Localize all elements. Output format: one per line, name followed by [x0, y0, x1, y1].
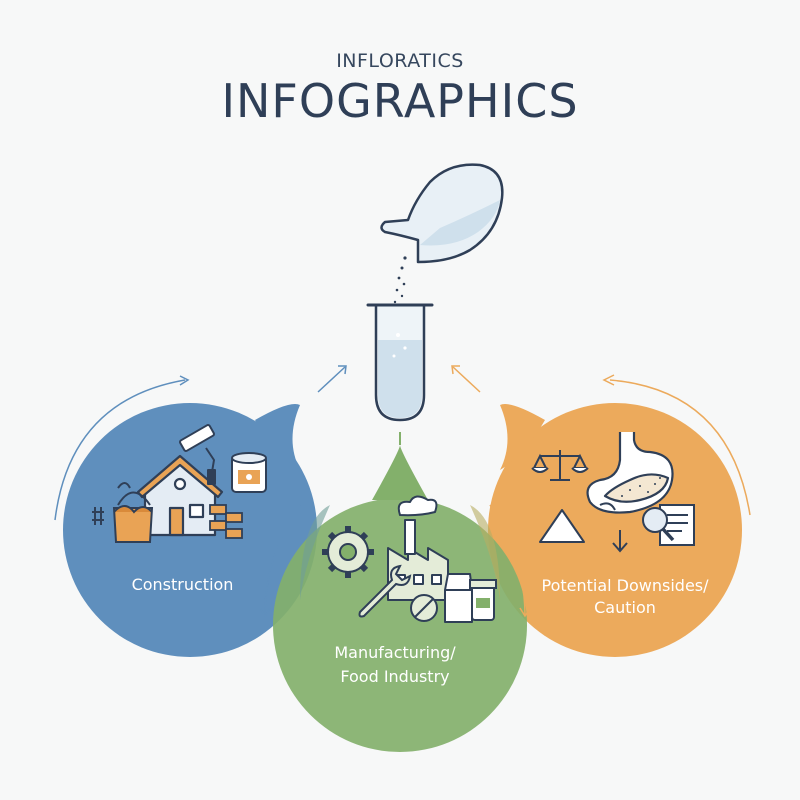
magnifier-document-icon: [599, 502, 695, 546]
paint-can-icon: [231, 452, 267, 493]
medicine-bottle-icon: [469, 579, 497, 621]
arrow-construction-top: [54, 375, 190, 521]
stomach-icon: [586, 432, 674, 514]
manufacturing-notch: [372, 445, 428, 500]
gear-icon: [322, 526, 374, 578]
downsides-circle: [488, 403, 742, 657]
wrench-icon: [358, 564, 412, 618]
page-title: INFOGRAPHICS: [221, 74, 579, 128]
bricks-icon: [209, 504, 243, 539]
construction-label: Construction: [131, 575, 234, 594]
pouring-flask-icon: [380, 163, 504, 264]
overlap-right: [470, 505, 500, 600]
paint-roller-icon: [179, 424, 216, 485]
arrow-downsides-top: [602, 374, 751, 516]
down-arrow-icon: [612, 530, 628, 553]
powder-pile-icon: [539, 509, 585, 543]
arrow-downsides-down: [489, 504, 531, 618]
milk-carton-icon: [444, 573, 473, 623]
tools-hash-icon: [92, 507, 104, 525]
factory-icon: [387, 495, 449, 601]
pill-icon: [410, 594, 438, 622]
arrow-to-tube-left: [317, 365, 347, 393]
subtitle: INFLORATICS: [336, 50, 464, 72]
manufacturing-label: Manufacturing/ Food Industry: [334, 643, 456, 686]
arrow-to-tube-right: [451, 365, 481, 393]
overlap-left: [300, 505, 330, 600]
test-tube-icon: [366, 303, 434, 422]
paint-bucket-icon: [112, 482, 154, 543]
downsides-notch: [500, 404, 545, 470]
balance-scale-icon: [531, 450, 589, 481]
downsides-label: Potential Downsides/ Caution: [541, 576, 709, 617]
arrow-construction-down: [259, 504, 301, 618]
construction-notch: [255, 404, 300, 470]
house-icon: [136, 454, 224, 537]
